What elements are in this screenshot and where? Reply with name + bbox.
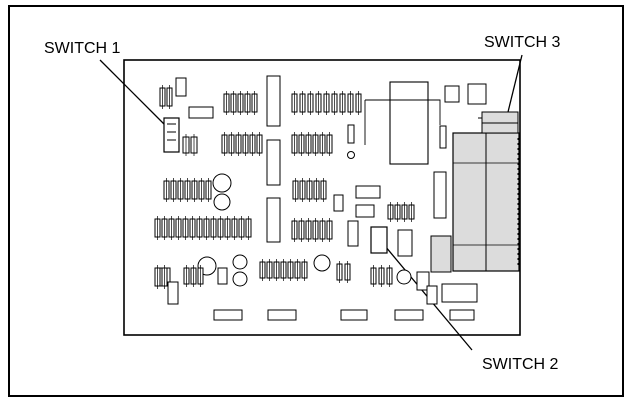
label-switch-1: SWITCH 1 [44, 40, 121, 57]
leader-switch-2 [379, 239, 473, 351]
switch-2-component [370, 226, 413, 257]
rect-part-4 [333, 194, 344, 212]
ic-vertical-1 [266, 75, 281, 127]
ic-vertical-3 [266, 197, 281, 243]
round-part-1 [347, 151, 355, 159]
connector-tall [433, 171, 447, 219]
rect-part-9 [467, 83, 487, 105]
leader-switch-1 [99, 59, 167, 127]
rect-part-11 [167, 281, 179, 305]
bottom-pads [213, 309, 475, 321]
switch-3-component [478, 111, 519, 134]
component-arrays [154, 85, 415, 289]
ic-vertical-2 [266, 139, 281, 186]
round-part-2 [212, 173, 232, 193]
capacitor-block [430, 235, 452, 273]
rect-part-14 [426, 285, 438, 305]
terminal-block [441, 283, 478, 303]
rect-part-7 [439, 125, 447, 149]
rect-part-6 [347, 220, 359, 247]
rect-part-3 [355, 185, 381, 199]
leader-switch-3 [507, 54, 523, 113]
relay-block [452, 132, 521, 272]
switch-1-component [163, 117, 180, 153]
round-part-6 [232, 271, 248, 287]
rect-part-8 [444, 85, 460, 103]
trace-1 [365, 99, 441, 125]
rect-part-5 [355, 204, 375, 218]
round-part-3 [213, 193, 231, 211]
rect-part-1 [188, 106, 214, 119]
rect-part-2 [347, 124, 355, 144]
rect-part-13 [416, 271, 430, 291]
crystal [175, 77, 187, 97]
label-switch-2: SWITCH 2 [482, 356, 559, 373]
round-part-5 [232, 254, 248, 270]
rect-part-12 [217, 267, 228, 285]
label-switch-3: SWITCH 3 [484, 34, 561, 51]
central-module [389, 81, 429, 165]
round-part-7 [313, 254, 331, 272]
round-part-8 [396, 269, 412, 285]
